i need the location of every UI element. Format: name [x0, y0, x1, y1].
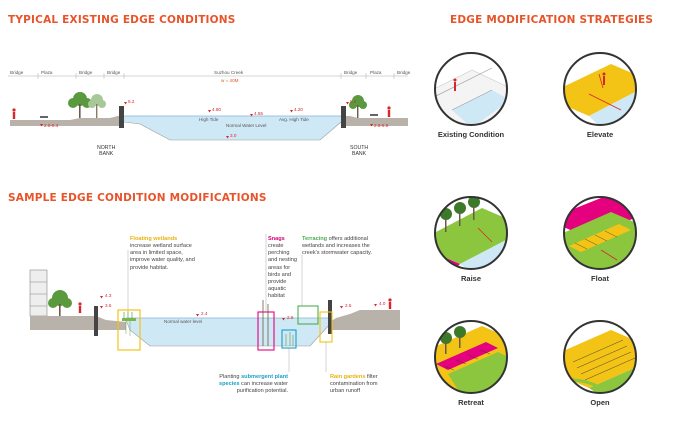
- label-creek-width: w = 40M: [221, 78, 239, 83]
- south-bank-label: SOUTH BANK: [350, 145, 369, 157]
- sample-north-wall: [94, 306, 98, 336]
- sample-creek-water: [126, 318, 330, 346]
- strategy-elevate-icon: [563, 52, 637, 126]
- submergent-plant-icon: [285, 332, 294, 346]
- note-terracing-text: offers additional wetlands and increases…: [302, 236, 372, 257]
- note-snags: Snags create perching and nesting areas …: [268, 236, 298, 300]
- label-bridge-5: Bridge: [397, 70, 411, 75]
- note-submergent-plants: Planting submergent plant species can in…: [198, 374, 288, 395]
- label-plaza-1: Plaza: [41, 70, 53, 75]
- person-icon: [78, 302, 82, 313]
- elevation-label: 4.55: [254, 111, 263, 116]
- water-label-normal: Normal Water Level: [226, 123, 267, 128]
- label-plaza-2: Plaza: [370, 70, 382, 75]
- person-icon: [388, 298, 392, 309]
- building-icon: [29, 269, 48, 317]
- sample-south-wall: [328, 300, 332, 334]
- heading-sample-modifications: SAMPLE EDGE CONDITION MODIFICATIONS: [8, 192, 267, 204]
- north-bank-ground: [10, 116, 124, 126]
- elevation-label: 4.80: [212, 107, 221, 112]
- tree-icon: [68, 92, 92, 118]
- floating-wetland-highlight: [117, 309, 141, 351]
- tree-icon: [48, 290, 72, 316]
- south-bank-wall: [341, 106, 346, 128]
- note-floating-wetlands-text: increase wetland surface area in limited…: [130, 243, 195, 271]
- strategy-open-icon: [563, 320, 637, 394]
- strategy-label-retreat: Retreat: [458, 398, 484, 407]
- note-planting-title: submergent plant species: [218, 374, 288, 388]
- label-bridge-2: Bridge: [79, 70, 93, 75]
- note-floating-wetlands: Floating wetlands increase wetland surfa…: [130, 236, 198, 272]
- note-rain-gardens-title: Rain gardens: [330, 374, 366, 380]
- strategy-raise-icon: [434, 196, 508, 270]
- note-snags-title: Snags: [268, 236, 285, 242]
- sample-elevation-label: 2.5: [345, 303, 352, 308]
- water-label-high-tide: High Tide: [199, 117, 219, 122]
- strategy-label-existing: Existing Condition: [437, 130, 505, 139]
- note-planting-pre: Planting: [219, 374, 242, 380]
- strategy-label-raise: Raise: [460, 274, 481, 283]
- snag-icon: [262, 300, 269, 346]
- heading-existing-conditions: TYPICAL EXISTING EDGE CONDITIONS: [8, 14, 236, 26]
- south-bank-ground: [341, 116, 408, 126]
- tree-icon: [88, 94, 106, 118]
- elevation-marker-icon: [100, 296, 377, 321]
- label-creek-name: Suzhou Creek: [214, 70, 244, 75]
- dimension-ticks: [37, 73, 395, 79]
- north-bank-label: NORTH BANK: [97, 145, 116, 157]
- strategy-existing-condition-icon: [434, 52, 508, 126]
- sample-terrace-ground: [330, 310, 400, 330]
- tree-icon: [349, 95, 367, 118]
- elevation-marker-icon: [40, 102, 373, 139]
- note-rain-gardens: Rain gardens filter contamination from u…: [330, 374, 390, 395]
- sample-north-ground: [30, 316, 126, 330]
- note-floating-wetlands-title: Floating wetlands: [130, 236, 178, 242]
- strategy-label-elevate: Elevate: [586, 130, 614, 139]
- elevation-label: 2.5-5.9: [374, 123, 389, 128]
- note-terracing-title: Terracing: [302, 236, 328, 242]
- sample-elevation-label: 2.4: [201, 311, 208, 316]
- sample-water-level-label: Normal water level: [164, 319, 203, 324]
- bench-icon: [370, 114, 378, 116]
- note-planting-text: can increase water purification potentia…: [236, 381, 288, 395]
- elevation-label: 5.2: [350, 99, 357, 104]
- sample-elevation-label: 3.6: [105, 303, 112, 308]
- terracing-highlight: [297, 305, 319, 325]
- sample-elevation-label: 2.8: [287, 315, 294, 320]
- water-label-avg-high-tide: Avg. High Tide: [279, 117, 309, 122]
- creek-bed: [123, 121, 342, 141]
- sample-elevation-label: 4.3: [105, 293, 112, 298]
- strategy-float-icon: [563, 196, 637, 270]
- note-rain-gardens-text: filter contamination from urban runoff: [330, 374, 378, 395]
- person-icon: [387, 106, 391, 117]
- strategy-label-open: Open: [590, 398, 610, 407]
- sample-elevation-label: 4.0: [379, 301, 386, 306]
- label-bridge-3: Bridge: [107, 70, 121, 75]
- label-bridge-1: Bridge: [10, 70, 24, 75]
- north-bank-wall: [119, 106, 124, 128]
- elevation-label: 2.5-5.4: [44, 123, 59, 128]
- leader-lines: [127, 234, 327, 372]
- elevation-label: 4.20: [294, 107, 303, 112]
- sample-creek-bed: [125, 319, 331, 347]
- creek-water: [124, 116, 341, 140]
- note-snags-text: create perching and nesting areas for bi…: [268, 243, 297, 300]
- floating-wetland-icon: [122, 311, 136, 336]
- bench-icon: [40, 116, 48, 118]
- heading-edge-strategies: EDGE MODIFICATION STRATEGIES: [450, 14, 654, 26]
- note-terracing: Terracing offers additional wetlands and…: [302, 236, 380, 257]
- person-icon: [12, 108, 16, 119]
- elevation-label: 5.2: [128, 99, 135, 104]
- strategy-retreat-icon: [434, 320, 508, 394]
- elevation-label: 3.0: [230, 133, 237, 138]
- strategy-label-float: Float: [591, 274, 609, 283]
- label-bridge-4: Bridge: [344, 70, 358, 75]
